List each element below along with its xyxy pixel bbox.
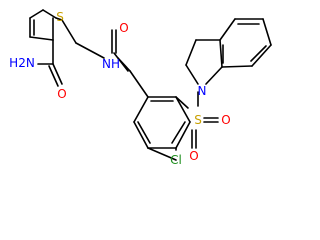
carboxamide-oxygen-label: O <box>57 87 66 101</box>
amide-linker <box>75 29 131 72</box>
indoline-nitrogen-label: N <box>198 84 207 98</box>
sulfonyl-oxygen-right-label: O <box>221 113 230 127</box>
sulfonyl-oxygen-bottom-label: O <box>189 149 198 163</box>
benzene-ring <box>129 70 191 149</box>
sulfonyl-sulfur-label: S <box>194 113 202 127</box>
thiophene-ring <box>29 9 77 44</box>
thiophene-sulfur-label: S <box>56 10 64 24</box>
chlorine-bond <box>147 147 177 161</box>
amide-nh-label: NH <box>102 57 120 71</box>
indoline-ring <box>185 18 272 85</box>
carboxamide-nitrogen-label: H2N <box>9 56 35 70</box>
molecule-structure: S H2N O NH O N S O O Cl <box>9 9 272 167</box>
chlorine-label: Cl <box>170 153 182 167</box>
amide-oxygen-label: O <box>119 21 128 35</box>
sulfonyl-group <box>175 91 219 149</box>
carboxamide-group <box>37 39 63 87</box>
